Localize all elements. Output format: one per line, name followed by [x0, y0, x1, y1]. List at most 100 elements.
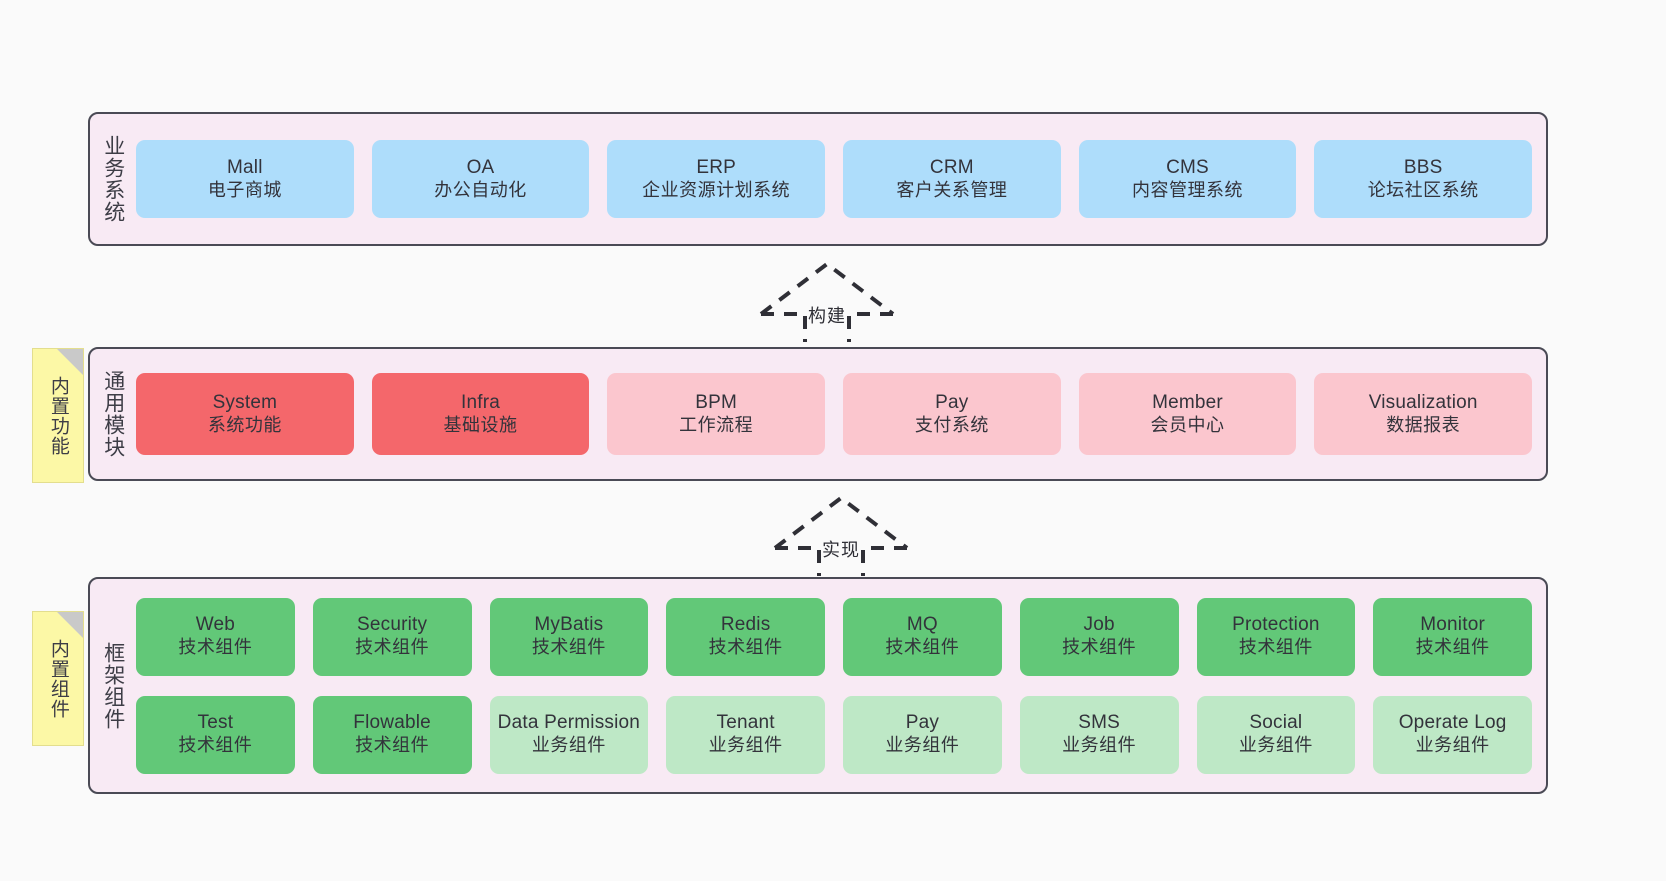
layer-title-framework-components: 框架组件 — [101, 641, 125, 730]
card-title: Redis — [720, 614, 771, 636]
card-title: Job — [1083, 614, 1115, 636]
card-social[interactable]: Social 业务组件 — [1196, 695, 1356, 774]
sticky-note-builtin-components: 内置组件 — [32, 611, 84, 746]
layer-common-modules: 通用模块 System 系统功能 Infra 基础设施 BPM 工作流程 Pay… — [88, 347, 1548, 481]
card-title: Web — [195, 614, 236, 636]
card-job[interactable]: Job 技术组件 — [1019, 597, 1179, 676]
card-subtitle: 业务组件 — [708, 735, 783, 756]
card-row: Web 技术组件 Security 技术组件 MyBatis 技术组件 Redi… — [136, 597, 1532, 676]
card-title: MyBatis — [534, 614, 604, 636]
layer-body-business-systems: Mall 电子商城 OA 办公自动化 ERP 企业资源计划系统 CRM 客户关系… — [136, 114, 1546, 244]
card-subtitle: 客户关系管理 — [896, 179, 1008, 200]
card-title: CMS — [1166, 156, 1209, 178]
card-title: Pay — [905, 712, 940, 734]
card-subtitle: 业务组件 — [885, 735, 960, 756]
card-member[interactable]: Member 会员中心 — [1078, 373, 1297, 455]
card-title: ERP — [696, 156, 737, 178]
card-title: BBS — [1403, 156, 1443, 178]
card-title: Test — [197, 712, 234, 734]
card-title: Tenant — [716, 712, 775, 734]
connector-implement: 实现 — [771, 492, 911, 576]
layer-title-business-systems: 业务系统 — [101, 135, 125, 223]
card-subtitle: 会员中心 — [1150, 414, 1225, 435]
connector-implement-label: 实现 — [822, 540, 860, 560]
card-row: System 系统功能 Infra 基础设施 BPM 工作流程 Pay 支付系统… — [136, 373, 1533, 455]
card-monitor[interactable]: Monitor 技术组件 — [1373, 597, 1532, 676]
card-subtitle: 内容管理系统 — [1132, 179, 1244, 200]
card-subtitle: 数据报表 — [1386, 414, 1461, 435]
card-sms[interactable]: SMS 业务组件 — [1019, 695, 1179, 774]
sticky-note-label: 内置功能 — [47, 375, 69, 456]
card-mall[interactable]: Mall 电子商城 — [136, 140, 354, 218]
card-subtitle: 技术组件 — [1238, 637, 1313, 658]
card-cms[interactable]: CMS 内容管理系统 — [1078, 140, 1297, 218]
card-redis[interactable]: Redis 技术组件 — [666, 597, 825, 676]
card-visualization[interactable]: Visualization 数据报表 — [1314, 373, 1533, 455]
card-crm[interactable]: CRM 客户关系管理 — [843, 140, 1061, 218]
card-title: Monitor — [1420, 614, 1485, 636]
card-web[interactable]: Web 技术组件 — [136, 597, 295, 676]
card-title: Operate Log — [1398, 712, 1507, 734]
card-tenant[interactable]: Tenant 业务组件 — [666, 695, 825, 774]
card-operate-log[interactable]: Operate Log 业务组件 — [1373, 695, 1532, 774]
card-system[interactable]: System 系统功能 — [136, 373, 354, 455]
card-subtitle: 办公自动化 — [434, 179, 527, 200]
card-mq[interactable]: MQ 技术组件 — [843, 597, 1002, 676]
card-title: Social — [1249, 712, 1303, 734]
dashed-hollow-arrow-icon — [773, 495, 909, 576]
card-data-permission[interactable]: Data Permission 业务组件 — [489, 695, 649, 774]
card-subtitle: 业务组件 — [531, 735, 606, 756]
card-title: Flowable — [353, 712, 431, 734]
card-oa[interactable]: OA 办公自动化 — [371, 140, 590, 218]
card-subtitle: 支付系统 — [914, 414, 989, 435]
card-erp[interactable]: ERP 企业资源计划系统 — [607, 140, 826, 218]
card-title: Security — [357, 614, 428, 636]
card-bbs[interactable]: BBS 论坛社区系统 — [1314, 140, 1533, 218]
card-title: Data Permission — [497, 712, 641, 734]
card-flowable[interactable]: Flowable 技术组件 — [312, 695, 472, 774]
card-title: Infra — [460, 391, 501, 413]
card-subtitle: 电子商城 — [207, 179, 282, 200]
card-title: Visualization — [1368, 391, 1478, 413]
card-subtitle: 论坛社区系统 — [1367, 179, 1479, 200]
card-pay[interactable]: Pay 支付系统 — [843, 373, 1061, 455]
card-title: Member — [1152, 391, 1223, 413]
card-pay-business[interactable]: Pay 业务组件 — [843, 695, 1002, 774]
card-title: BPM — [695, 391, 738, 413]
layer-title-common-modules: 通用模块 — [101, 370, 125, 458]
card-subtitle: 技术组件 — [885, 637, 960, 658]
layer-business-systems: 业务系统 Mall 电子商城 OA 办公自动化 ERP 企业资源计划系统 CRM… — [88, 112, 1548, 246]
card-protection[interactable]: Protection 技术组件 — [1196, 597, 1356, 676]
card-subtitle: 技术组件 — [178, 735, 253, 756]
card-title: OA — [466, 156, 495, 178]
connector-build-label: 构建 — [808, 306, 846, 326]
card-bpm[interactable]: BPM 工作流程 — [607, 373, 826, 455]
card-infra[interactable]: Infra 基础设施 — [371, 373, 590, 455]
card-title: Pay — [935, 391, 969, 413]
card-title: Protection — [1232, 614, 1320, 636]
card-title: Mall — [227, 156, 263, 178]
card-mybatis[interactable]: MyBatis 技术组件 — [489, 597, 649, 676]
card-subtitle: 技术组件 — [1062, 637, 1137, 658]
card-title: CRM — [929, 156, 974, 178]
card-subtitle: 业务组件 — [1062, 735, 1137, 756]
card-test[interactable]: Test 技术组件 — [136, 695, 295, 774]
card-subtitle: 系统功能 — [207, 414, 282, 435]
card-subtitle: 技术组件 — [355, 735, 430, 756]
card-subtitle: 技术组件 — [178, 637, 253, 658]
card-subtitle: 基础设施 — [443, 414, 518, 435]
card-subtitle: 技术组件 — [355, 637, 430, 658]
card-subtitle: 企业资源计划系统 — [642, 179, 791, 200]
card-subtitle: 技术组件 — [1415, 637, 1490, 658]
layer-body-framework-components: Web 技术组件 Security 技术组件 MyBatis 技术组件 Redi… — [136, 579, 1546, 792]
layer-body-common-modules: System 系统功能 Infra 基础设施 BPM 工作流程 Pay 支付系统… — [136, 349, 1546, 479]
card-subtitle: 工作流程 — [679, 414, 754, 435]
sticky-note-label: 内置组件 — [47, 638, 69, 719]
card-security[interactable]: Security 技术组件 — [312, 597, 472, 676]
card-row: Test 技术组件 Flowable 技术组件 Data Permission … — [136, 695, 1532, 774]
sticky-note-builtin-features: 内置功能 — [32, 348, 84, 483]
layer-framework-components: 框架组件 Web 技术组件 Security 技术组件 MyBatis 技术组件… — [88, 577, 1548, 794]
connector-build: 构建 — [757, 258, 897, 342]
card-subtitle: 技术组件 — [531, 637, 606, 658]
